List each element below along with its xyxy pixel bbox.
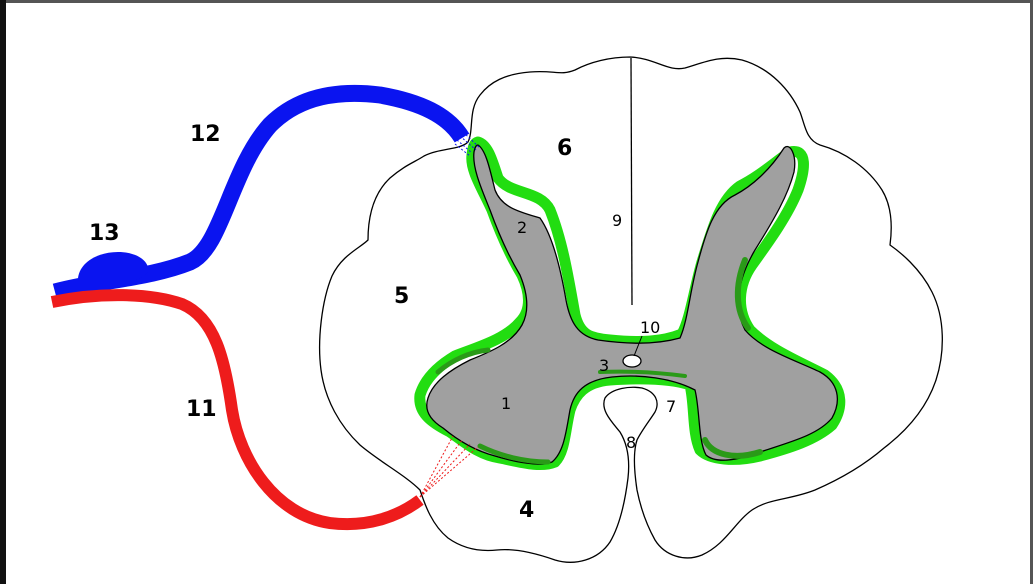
grey-matter-shading-left-lower: [477, 443, 551, 465]
dorsal-root: [52, 84, 470, 301]
grey-matter: [426, 144, 838, 465]
ventral-rootlets: [419, 435, 479, 498]
label-posterior-funiculus: 6: [557, 136, 572, 161]
label-ventral-root: 11: [186, 397, 217, 422]
label-dorsal-root: 12: [190, 122, 221, 147]
dorsal-rootlets: [454, 131, 481, 157]
label-anterior-horn: 1: [501, 394, 511, 413]
label-central-canal: 10: [640, 318, 660, 337]
grey-matter-highlight: [414, 136, 846, 470]
label-lateral-funiculus: 5: [394, 284, 409, 309]
ventral-root: [50, 289, 424, 530]
label-anterior-funiculus: 4: [519, 498, 534, 523]
posterior-median-septum-line: [630, 57, 633, 306]
grey-matter-shading-right-lower: [702, 437, 763, 459]
label-anterior-median-fissure: 8: [626, 433, 636, 452]
label-grey-commissure: 3: [599, 356, 609, 375]
label-white-commissure: 7: [666, 397, 676, 416]
grey-matter-shading-right: [734, 257, 751, 331]
dorsal-root-ganglion: [78, 252, 149, 284]
grey-matter-shading-top: [598, 369, 687, 378]
label-posterior-median-septum: 9: [612, 211, 622, 230]
window-edge: [0, 0, 6, 584]
central-canal-pointer: [633, 335, 643, 357]
grey-matter-shading-left: [435, 347, 491, 375]
label-dorsal-root-ganglion: 13: [89, 221, 120, 246]
label-posterior-horn: 2: [517, 218, 527, 237]
central-canal: [622, 354, 642, 368]
